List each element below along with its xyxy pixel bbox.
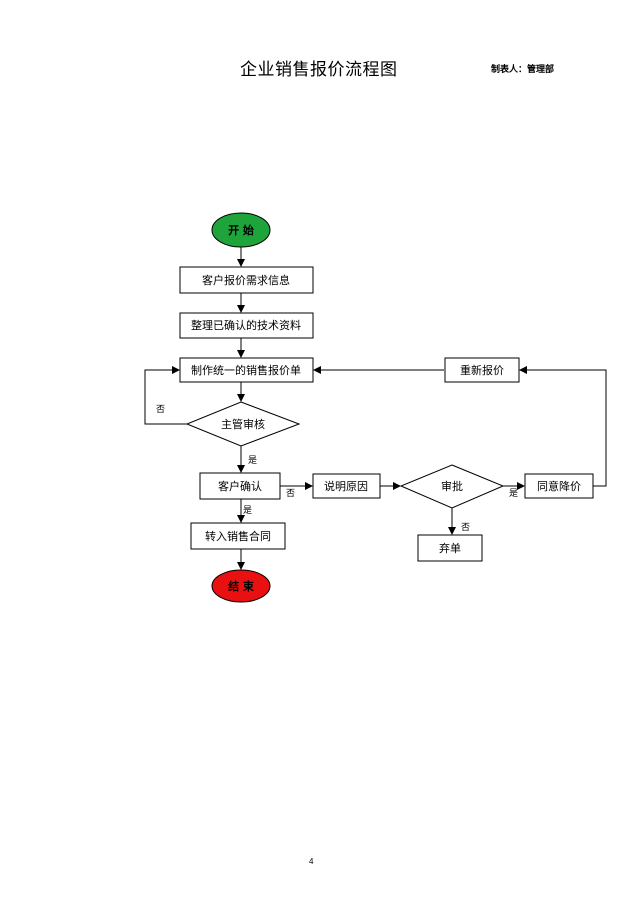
end-label: 结 束 xyxy=(227,579,255,593)
confirm-no-label: 否 xyxy=(286,488,295,499)
edge-agree-to-requote xyxy=(519,366,607,487)
process-unified-quote: 制作统一的销售报价单 xyxy=(179,357,314,383)
explain-reason-label: 说明原因 xyxy=(324,479,368,493)
process-customer-request: 客户报价需求信息 xyxy=(179,266,314,294)
process-explain-reason: 说明原因 xyxy=(312,473,381,499)
approval-yes-label: 是 xyxy=(509,488,518,499)
customer-confirm-label: 客户确认 xyxy=(218,479,262,493)
page-title: 企业销售报价流程图 xyxy=(240,60,398,80)
page-number: 4 xyxy=(309,857,314,866)
process-requote: 重新报价 xyxy=(444,357,520,383)
process-contract: 转入销售合同 xyxy=(190,522,286,550)
process-abandon: 弃单 xyxy=(417,534,483,562)
start-label: 开 始 xyxy=(228,223,254,237)
decision-supervisor-review: 主管审核 xyxy=(185,401,301,447)
decision-approval: 审批 xyxy=(399,464,505,509)
review-no-label: 否 xyxy=(156,404,165,415)
process-agree-price-cut: 同意降价 xyxy=(524,473,594,499)
tech-docs-label: 整理已确认的技术资料 xyxy=(191,318,301,332)
abandon-label: 弃单 xyxy=(439,541,461,555)
customer-request-label: 客户报价需求信息 xyxy=(202,273,290,287)
requote-label: 重新报价 xyxy=(460,363,504,377)
edge-review-no-loop xyxy=(144,366,187,425)
supervisor-review-label: 主管审核 xyxy=(221,417,265,431)
maker-label: 制表人：管理部 xyxy=(491,65,555,75)
start-node: 开 始 xyxy=(211,212,271,248)
approval-label: 审批 xyxy=(441,479,463,493)
edges xyxy=(144,247,607,570)
approval-no-label: 否 xyxy=(461,522,470,533)
confirm-yes-label: 是 xyxy=(243,505,252,516)
agree-price-cut-label: 同意降价 xyxy=(537,479,581,493)
unified-quote-label: 制作统一的销售报价单 xyxy=(191,363,301,377)
process-tech-docs: 整理已确认的技术资料 xyxy=(179,312,314,339)
contract-label: 转入销售合同 xyxy=(205,529,271,543)
process-customer-confirm: 客户确认 xyxy=(199,472,281,500)
end-node: 结 束 xyxy=(211,569,271,603)
review-yes-label: 是 xyxy=(248,455,257,466)
